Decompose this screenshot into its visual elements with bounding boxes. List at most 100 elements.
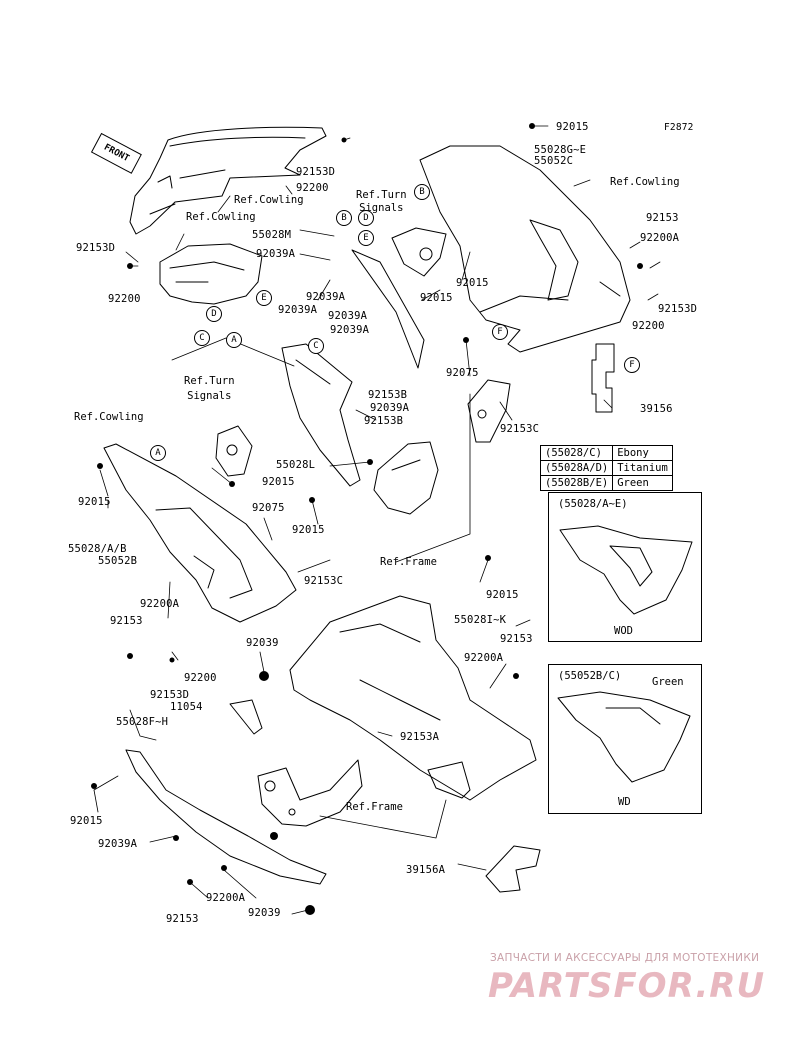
strip-55028M-shape — [351, 249, 425, 369]
inset-caption: WD — [618, 796, 631, 808]
part-label[interactable]: 92153D — [150, 689, 190, 701]
part-label[interactable]: 92153D — [296, 166, 336, 178]
part-label[interactable]: 55052C — [534, 155, 574, 167]
ref-label: Ref.Frame — [380, 556, 437, 568]
part-label[interactable]: 92015 — [456, 277, 489, 289]
callout-marker: F — [492, 324, 508, 340]
part-label[interactable]: 11054 — [170, 701, 203, 713]
part-label[interactable]: 92015 — [292, 524, 325, 536]
ref-label: Ref.Cowling — [234, 194, 304, 206]
legend-color: Green — [612, 475, 673, 491]
foam-39156-shape — [591, 343, 615, 413]
part-label[interactable]: 92200A — [640, 232, 680, 244]
inset1-drawing — [559, 525, 693, 615]
part-label[interactable]: 92039A — [328, 310, 368, 322]
inset-box — [548, 492, 702, 642]
part-label[interactable]: 92039 — [248, 907, 281, 919]
part-label[interactable]: 92153D — [658, 303, 698, 315]
color-legend-table: (55028/C)Ebony (55028A/D)Titanium (55028… — [539, 445, 673, 491]
legend-code: (55028/C) — [539, 445, 614, 461]
part-label[interactable]: 55052B — [98, 555, 138, 567]
part-label[interactable]: 92200 — [296, 182, 329, 194]
right-side-cowling-shape — [419, 145, 631, 353]
part-label[interactable]: 92153 — [646, 212, 679, 224]
part-label[interactable]: 92015 — [78, 496, 111, 508]
legend-code: (55028A/D) — [539, 460, 614, 476]
part-label[interactable]: 92153D — [76, 242, 116, 254]
part-label[interactable]: 92015 — [556, 121, 589, 133]
legend-row: (55028/C)Ebony — [539, 445, 673, 461]
part-label[interactable]: 55028F~H — [116, 716, 169, 728]
ref-label: Ref.Cowling — [74, 411, 144, 423]
watermark-tagline: ЗАПЧАСТИ И АКСЕССУАРЫ ДЛЯ МОТОТЕХНИКИ — [490, 952, 760, 964]
part-label[interactable]: 39156 — [640, 403, 673, 415]
watermark-logo: PARTSFOR.RU — [488, 966, 766, 1006]
part-label[interactable]: 55028M — [252, 229, 292, 241]
rear-panel-shape — [427, 761, 471, 799]
part-label[interactable]: 92039A — [98, 838, 138, 850]
under-cowl-shape — [125, 749, 327, 885]
legend-color: Titanium — [612, 460, 673, 476]
ref-label: Ref.Frame — [346, 801, 403, 813]
inset-box — [548, 664, 702, 814]
part-label[interactable]: 92039A — [256, 248, 296, 260]
part-label[interactable]: 55028I~K — [454, 614, 507, 626]
part-label[interactable]: 92015 — [70, 815, 103, 827]
part-label[interactable]: 39156A — [406, 864, 446, 876]
part-label[interactable]: 92200A — [206, 892, 246, 904]
fastener-marks — [91, 123, 643, 915]
part-label[interactable]: 92153C — [304, 575, 344, 587]
callout-marker: F — [624, 357, 640, 373]
duct-shape — [373, 441, 439, 515]
part-label[interactable]: 55028G~E — [534, 144, 587, 156]
part-label[interactable]: 92039A — [370, 402, 410, 414]
callout-marker: D — [358, 210, 374, 226]
part-label[interactable]: 92015 — [262, 476, 295, 488]
part-label[interactable]: 92153C — [500, 423, 540, 435]
callout-marker: A — [150, 445, 166, 461]
callout-marker: E — [358, 230, 374, 246]
inset-note: Green — [652, 676, 684, 688]
part-label[interactable]: 92039 — [246, 637, 279, 649]
part-label[interactable]: 92153 — [110, 615, 143, 627]
part-label[interactable]: 92153B — [368, 389, 408, 401]
part-label[interactable]: 92153 — [166, 913, 199, 925]
callout-marker: B — [336, 210, 352, 226]
part-label[interactable]: 55028L — [276, 459, 316, 471]
part-label[interactable]: 92153A — [400, 731, 440, 743]
turn-signal-bracket-shape — [391, 227, 447, 277]
callout-marker: B — [414, 184, 430, 200]
part-label[interactable]: 92153 — [500, 633, 533, 645]
inset-title: (55028/A~E) — [558, 498, 628, 510]
part-label[interactable]: 55028/A/B — [68, 543, 127, 555]
part-label[interactable]: 92075 — [252, 502, 285, 514]
part-label[interactable]: 92039A — [306, 291, 346, 303]
part-label[interactable]: 92200 — [108, 293, 141, 305]
part-label[interactable]: 92200A — [140, 598, 180, 610]
part-label[interactable]: 92015 — [486, 589, 519, 601]
bracket-11054-shape — [229, 699, 263, 735]
part-label[interactable]: 92200 — [632, 320, 665, 332]
part-label[interactable]: 92075 — [446, 367, 479, 379]
part-label[interactable]: 92039A — [330, 324, 370, 336]
ref-label: Ref.Turn Signals — [184, 375, 235, 402]
ref-label: Ref.Cowling — [186, 211, 256, 223]
middle-cowl-shape — [103, 443, 297, 623]
upper-cowling-shape — [129, 126, 327, 235]
part-label[interactable]: 92153B — [364, 415, 404, 427]
legend-color: Ebony — [612, 445, 673, 461]
frame-assembly-shape — [257, 759, 363, 827]
callout-marker: D — [206, 306, 222, 322]
part-label[interactable]: 92200 — [184, 672, 217, 684]
callout-marker: C — [194, 330, 210, 346]
bracket-92153C-shape — [467, 379, 511, 443]
part-label[interactable]: 92015 — [420, 292, 453, 304]
legend-row: (55028B/E)Green — [539, 475, 673, 491]
part-label[interactable]: 92200A — [464, 652, 504, 664]
inset-caption: WOD — [614, 625, 633, 637]
part-label[interactable]: 92039A — [278, 304, 318, 316]
ref-label: Ref.Cowling — [610, 176, 680, 188]
left-turn-signal-shape — [215, 425, 253, 477]
